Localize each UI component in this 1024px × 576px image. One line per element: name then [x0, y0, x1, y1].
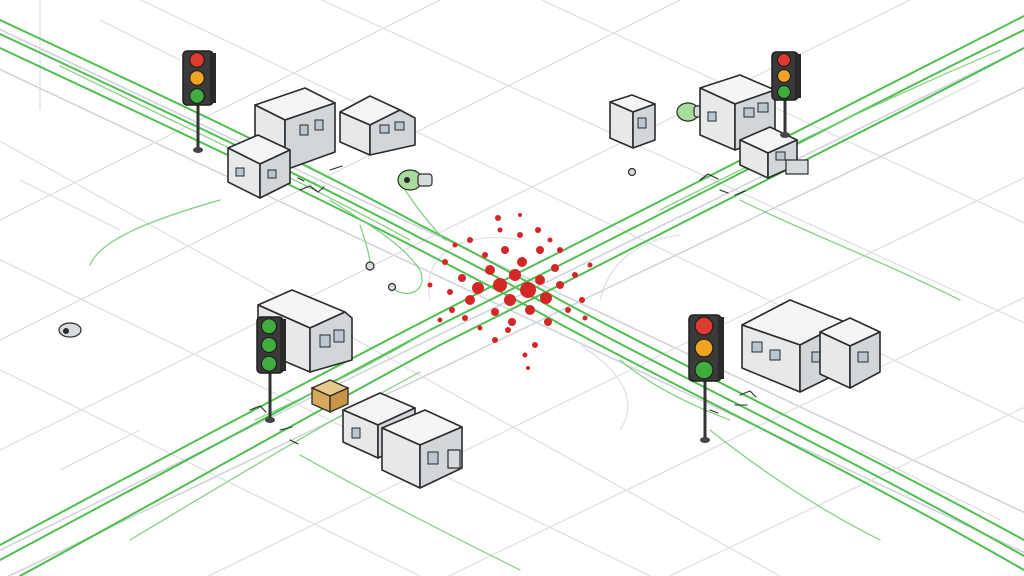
- congestion-dot: [535, 227, 541, 233]
- sensor-icon: [387, 282, 397, 292]
- congestion-dot: [579, 297, 585, 303]
- sensor-pod-1: [397, 169, 433, 191]
- congestion-dot: [520, 282, 536, 298]
- traffic-light-lamp: [777, 85, 791, 99]
- traffic-light-lamp: [189, 70, 205, 86]
- congestion-dot: [497, 227, 503, 233]
- building-icon: [227, 134, 291, 199]
- congestion-dot: [437, 317, 443, 323]
- congestion-dot: [485, 265, 495, 275]
- congestion-dot: [492, 337, 498, 343]
- congestion-dot: [544, 318, 552, 326]
- sensor-icon: [365, 261, 375, 271]
- congestion-dot: [458, 274, 466, 282]
- traffic-light-icon: [688, 314, 724, 443]
- congestion-dot: [465, 295, 475, 305]
- congestion-dot: [565, 307, 571, 313]
- congestion-dot: [504, 294, 516, 306]
- congestion-dot: [518, 213, 522, 217]
- congestion-dot: [491, 308, 499, 316]
- congestion-dot: [547, 237, 553, 243]
- congestion-dot: [452, 242, 458, 248]
- congestion-dot: [517, 257, 527, 267]
- congestion-dot: [472, 282, 484, 294]
- building-cluster-north-east: [609, 74, 809, 179]
- congestion-dot: [551, 264, 559, 272]
- traffic-light-lamp: [694, 338, 714, 358]
- congestion-dot: [493, 278, 507, 292]
- traffic-light-lamp: [189, 52, 205, 68]
- traffic-lights: [182, 50, 801, 443]
- congestion-dot: [535, 275, 545, 285]
- congestion-dot: [587, 262, 593, 268]
- building-icon: [819, 317, 881, 389]
- congestion-dot: [525, 305, 535, 315]
- congestion-dot: [556, 281, 564, 289]
- building-icon: [381, 409, 463, 489]
- congestion-dot: [505, 327, 511, 333]
- building-icon: [739, 126, 809, 179]
- congestion-dot: [508, 318, 516, 326]
- traffic-light-icon: [256, 316, 286, 423]
- traffic-light-lamp: [261, 337, 277, 353]
- sensor-pod-3: [58, 322, 82, 338]
- congestion-dot: [536, 246, 544, 254]
- congestion-dot: [522, 352, 528, 358]
- building-cluster-north-west: [227, 87, 416, 199]
- congestion-dot: [526, 366, 530, 370]
- congestion-dot: [517, 232, 523, 238]
- congestion-dot: [572, 272, 578, 278]
- congestion-dot: [582, 315, 588, 321]
- congestion-dot: [427, 282, 433, 288]
- congestion-dot: [449, 307, 455, 313]
- traffic-light-lamp: [777, 69, 791, 83]
- building-icon: [609, 94, 656, 149]
- congestion-dot: [442, 259, 448, 265]
- building-icon: [339, 95, 416, 156]
- road-debris: [249, 165, 757, 445]
- congestion-dot: [532, 342, 538, 348]
- traffic-light-icon: [771, 51, 801, 138]
- sensor-icon: [627, 167, 637, 177]
- congestion-dot: [462, 315, 468, 321]
- congestion-dot: [495, 215, 501, 221]
- congestion-dot: [467, 237, 473, 243]
- traffic-light-lamp: [694, 360, 714, 380]
- traffic-light-lamp: [694, 316, 714, 336]
- congestion-hotspot: [427, 213, 593, 370]
- traffic-light-lamp: [777, 53, 791, 67]
- traffic-light-lamp: [189, 88, 205, 104]
- congestion-dot: [447, 289, 453, 295]
- building-cluster-south-east: [741, 299, 881, 393]
- congestion-dot: [557, 247, 563, 253]
- congestion-dot: [540, 292, 552, 304]
- delivery-box-icon: [310, 379, 350, 414]
- congestion-dot: [482, 252, 488, 258]
- congestion-dot: [509, 269, 521, 281]
- congestion-dot: [477, 325, 483, 331]
- traffic-light-lamp: [261, 355, 277, 372]
- traffic-light-icon: [182, 50, 216, 153]
- traffic-light-lamp: [261, 318, 277, 335]
- congestion-dot: [501, 246, 509, 254]
